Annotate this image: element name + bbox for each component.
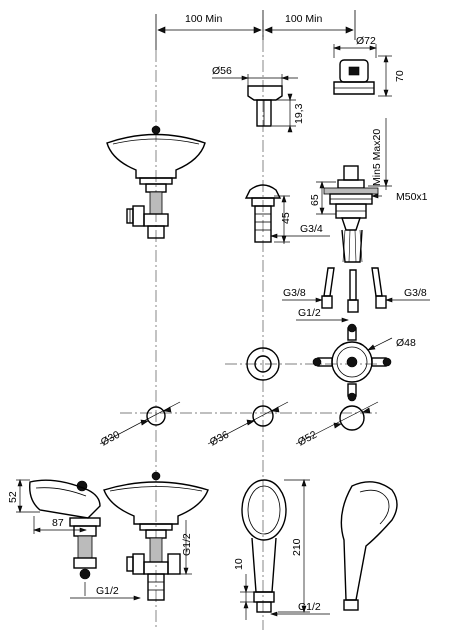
lower-bowl-spout: G1/2: [103, 471, 209, 601]
min-max-label: Min5 Max20: [371, 129, 383, 186]
m50x1-label: M50x1: [396, 191, 428, 203]
rosette: [246, 347, 280, 381]
spacing-dimensions: 100 Min 100 Min: [157, 13, 354, 34]
h-45-label: 45: [280, 212, 292, 224]
spout-cap: Ø56 19,3: [212, 65, 305, 133]
h-10-label: 10: [233, 558, 245, 570]
w-87-label: 87: [52, 517, 64, 529]
cross-handle: Ø48: [312, 323, 416, 402]
spout-connector: 45 G3/4: [244, 184, 330, 244]
diverter-knob: Ø72 70: [333, 35, 406, 97]
diam-30-label: Ø30: [99, 429, 122, 449]
hand-shower-front: 210 10 G1/2: [233, 479, 330, 620]
g1-2-mid-label: G1/2: [298, 307, 321, 319]
spacing-right-label: 100 Min: [285, 13, 323, 25]
diam-56-label: Ø56: [212, 65, 232, 77]
g3-8-right-label: G3/8: [404, 287, 427, 299]
diam-48-label: Ø48: [396, 337, 416, 349]
hand-shower-side: [340, 481, 398, 611]
g3-8-left-label: G3/8: [283, 287, 306, 299]
cartridge: 65 M50x1 Min5 Max20: [309, 118, 428, 263]
g3-4-label: G3/4: [300, 223, 323, 235]
diam-36-label: Ø36: [208, 429, 231, 449]
g1-2-vertical-label: G1/2: [181, 533, 193, 556]
upper-bowl-spout: [106, 125, 206, 239]
spacing-left-label: 100 Min: [185, 13, 223, 25]
h-70-label: 70: [394, 70, 406, 82]
diam-72-label: Ø72: [356, 35, 376, 47]
g1-2-bottom-right-label: G1/2: [298, 601, 321, 613]
escutcheons: Ø30 Ø36 Ø52: [99, 401, 379, 449]
diam-52-label: Ø52: [296, 429, 319, 449]
g1-2-bottom-left-label: G1/2: [96, 585, 119, 597]
h-65-label: 65: [309, 194, 321, 206]
side-spout: 52 87 G1/2: [7, 479, 141, 601]
h-210-label: 210: [291, 538, 303, 556]
connection-hoses: G3/8 G3/8 G1/2: [282, 267, 430, 323]
h-19-3-label: 19,3: [293, 103, 305, 124]
h-52-label: 52: [7, 491, 19, 503]
